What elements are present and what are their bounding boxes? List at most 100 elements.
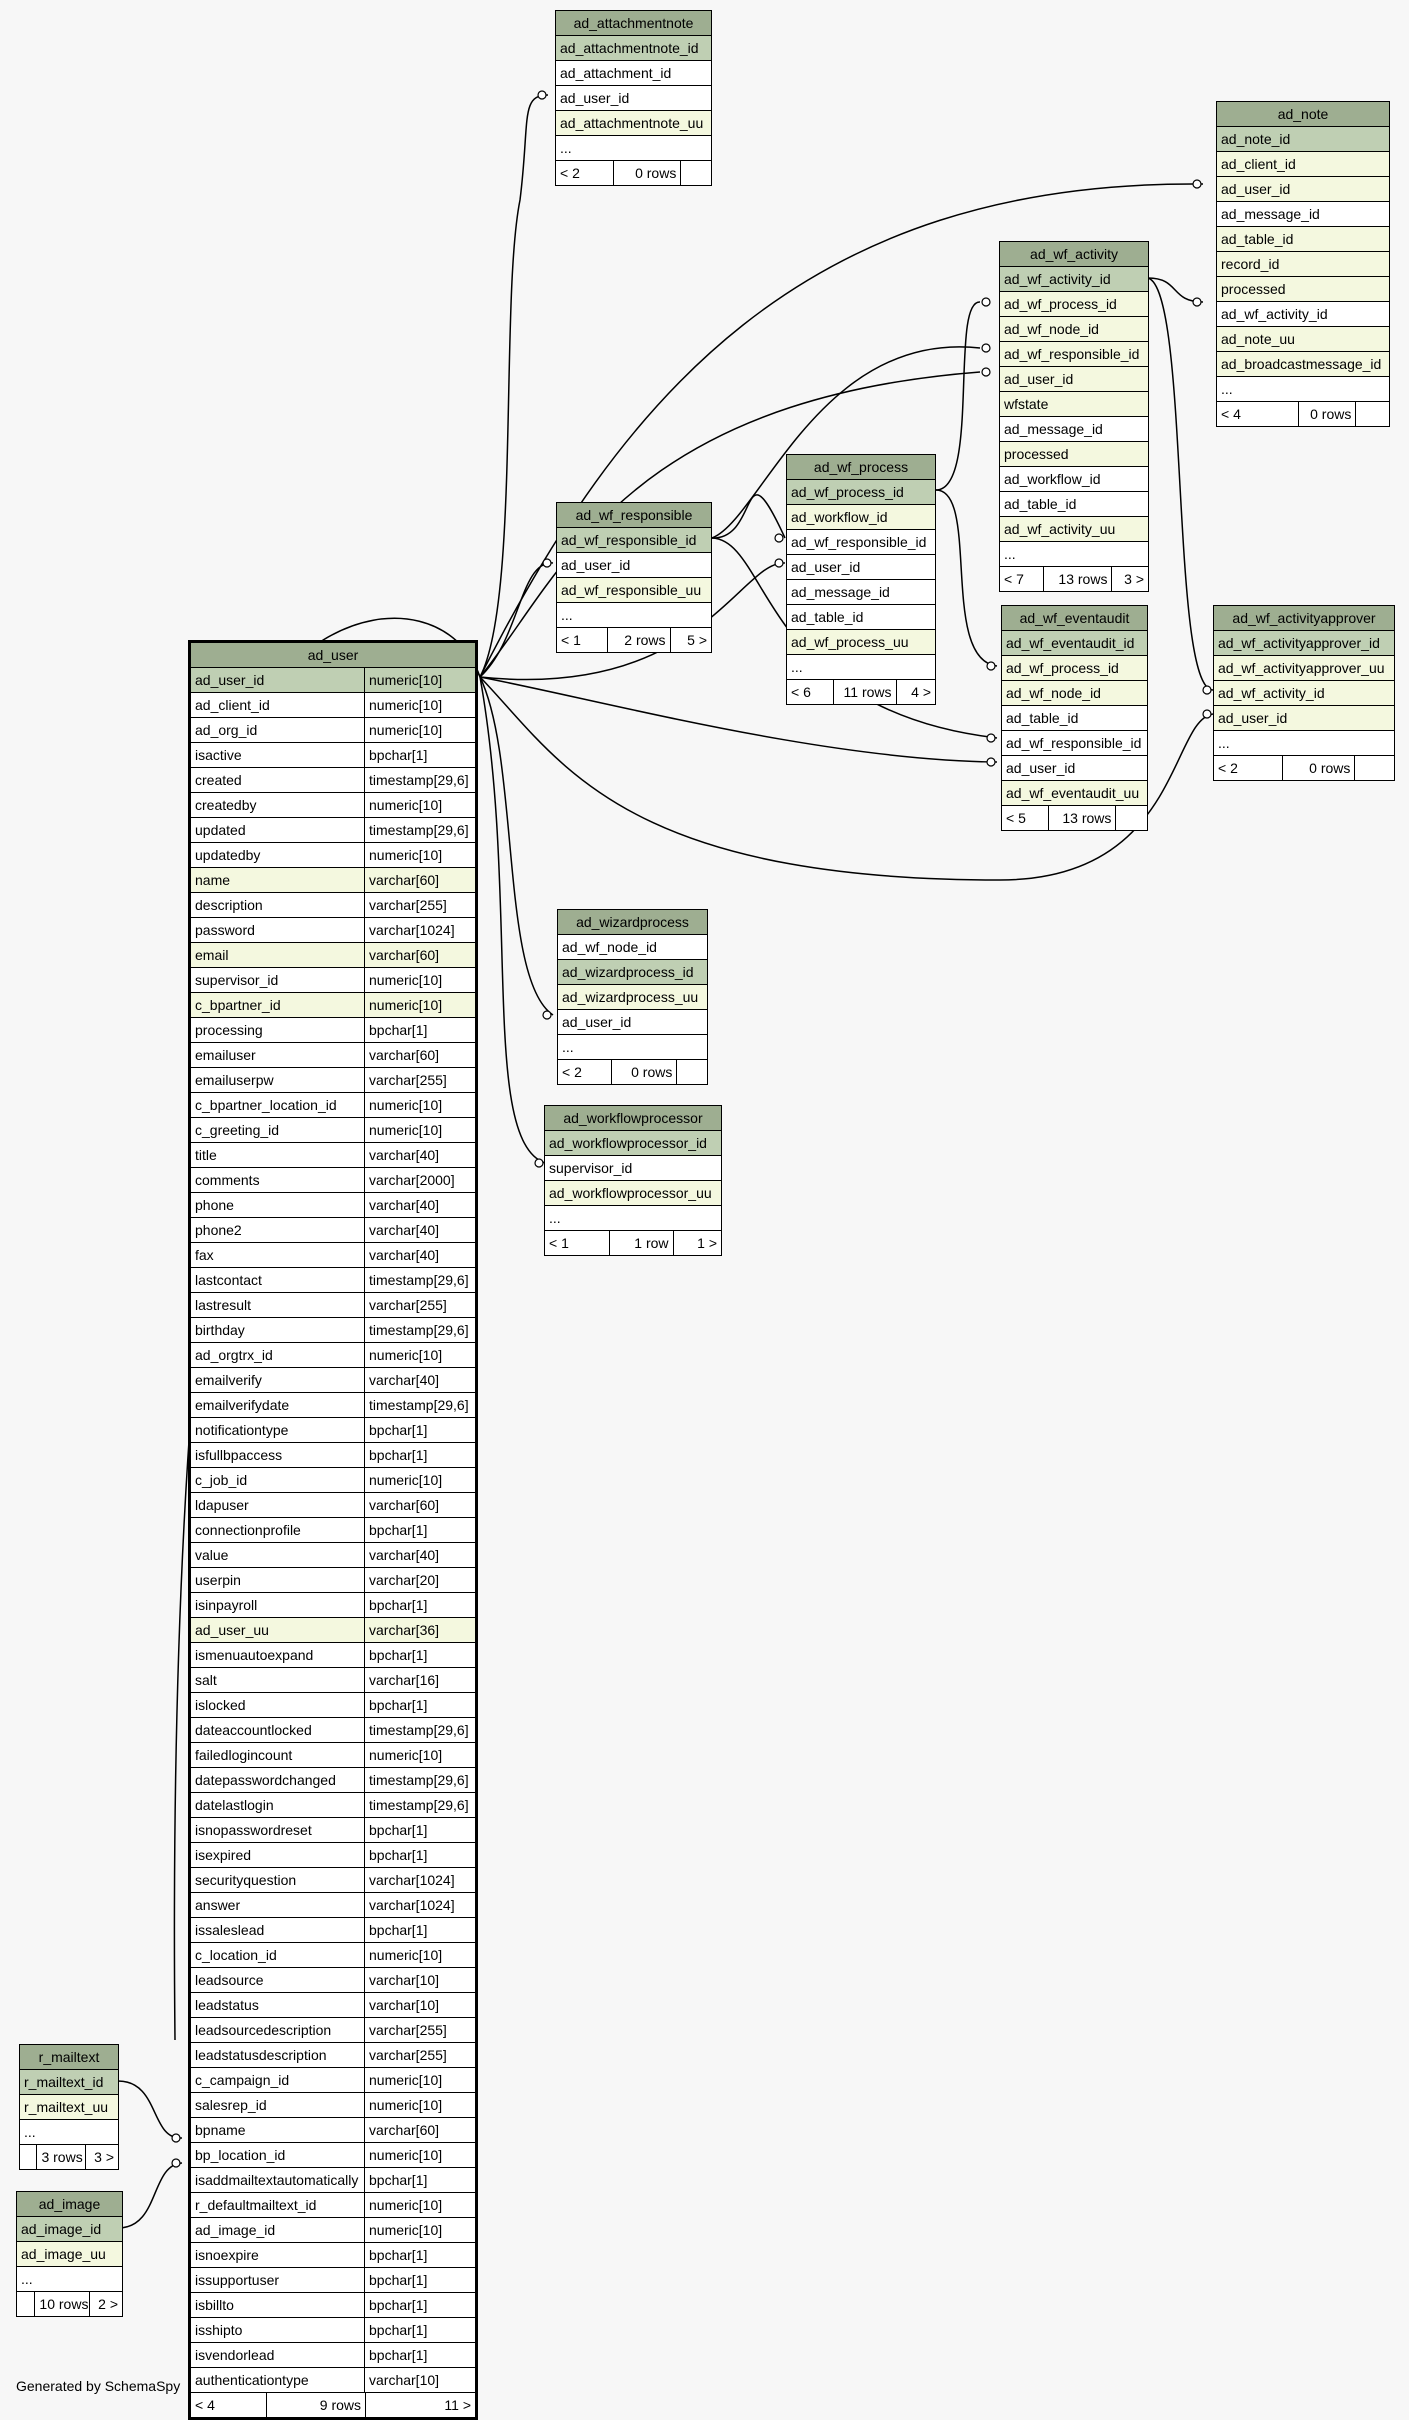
column-row[interactable]: ad_wf_node_id: [558, 935, 707, 960]
children-count[interactable]: [1115, 806, 1147, 830]
parents-count[interactable]: < 2: [560, 165, 580, 181]
column-row[interactable]: ad_wizardprocess_uu: [558, 985, 707, 1010]
column-row[interactable]: ad_table_id: [1217, 227, 1389, 252]
column-row[interactable]: r_mailtext_uu: [20, 2095, 118, 2120]
column-row[interactable]: processed: [1217, 277, 1389, 302]
column-row[interactable]: ad_table_id: [1000, 492, 1148, 517]
column-row[interactable]: ...: [1217, 377, 1389, 402]
column-row[interactable]: ad_note_id: [1217, 127, 1389, 152]
column-row[interactable]: ...: [1000, 542, 1148, 567]
column-row[interactable]: ad_user_id: [556, 86, 711, 111]
column-row[interactable]: ad_user_id: [1000, 367, 1148, 392]
column-row[interactable]: ad_wizardprocess_id: [558, 960, 707, 985]
column-row[interactable]: r_mailtext_id: [20, 2070, 118, 2095]
column-row[interactable]: ad_user_id: [787, 555, 935, 580]
children-count[interactable]: 2 >: [89, 2292, 122, 2316]
children-count[interactable]: [1354, 756, 1394, 780]
column-row[interactable]: ad_workflow_id: [1000, 467, 1148, 492]
column-row[interactable]: ad_user_id: [1002, 756, 1147, 781]
parents-count[interactable]: [20, 2145, 36, 2169]
column-row[interactable]: ad_wf_activity_uu: [1000, 517, 1148, 542]
column-row[interactable]: ad_wf_process_id: [787, 480, 935, 505]
column-row[interactable]: ad_attachmentnote_uu: [556, 111, 711, 136]
children-count[interactable]: [680, 161, 711, 185]
column-row[interactable]: record_id: [1217, 252, 1389, 277]
column-row[interactable]: ad_workflowprocessor_id: [545, 1131, 721, 1156]
parents-count[interactable]: < 2: [562, 1064, 582, 1080]
column-row[interactable]: ad_message_id: [787, 580, 935, 605]
column-row[interactable]: ...: [558, 1035, 707, 1060]
column-row[interactable]: processed: [1000, 442, 1148, 467]
column-row[interactable]: ad_user_id: [1217, 177, 1389, 202]
column-row[interactable]: ad_wf_responsible_id: [1000, 342, 1148, 367]
parents-count[interactable]: < 2: [1218, 760, 1238, 776]
column-row[interactable]: ...: [557, 603, 711, 628]
column-row[interactable]: ad_message_id: [1217, 202, 1389, 227]
column-row[interactable]: ad_user_id: [558, 1010, 707, 1035]
parents-count[interactable]: < 4: [1221, 406, 1241, 422]
column-row[interactable]: ad_wf_node_id: [1000, 317, 1148, 342]
column-row[interactable]: ad_wf_responsible_uu: [557, 578, 711, 603]
column-row[interactable]: ad_wf_responsible_id: [787, 530, 935, 555]
column-row[interactable]: ad_image_id: [17, 2217, 122, 2242]
column-row[interactable]: ad_wf_process_id: [1002, 656, 1147, 681]
column-row[interactable]: ad_note_uu: [1217, 327, 1389, 352]
column-row[interactable]: ad_wf_responsible_id: [1002, 731, 1147, 756]
column-row[interactable]: wfstate: [1000, 392, 1148, 417]
parents-count[interactable]: [17, 2292, 34, 2316]
column-row[interactable]: ...: [556, 136, 711, 161]
children-count[interactable]: 3 >: [85, 2145, 118, 2169]
column-row[interactable]: ...: [17, 2267, 122, 2292]
column-row[interactable]: ad_wf_activityapprover_id: [1214, 631, 1394, 656]
